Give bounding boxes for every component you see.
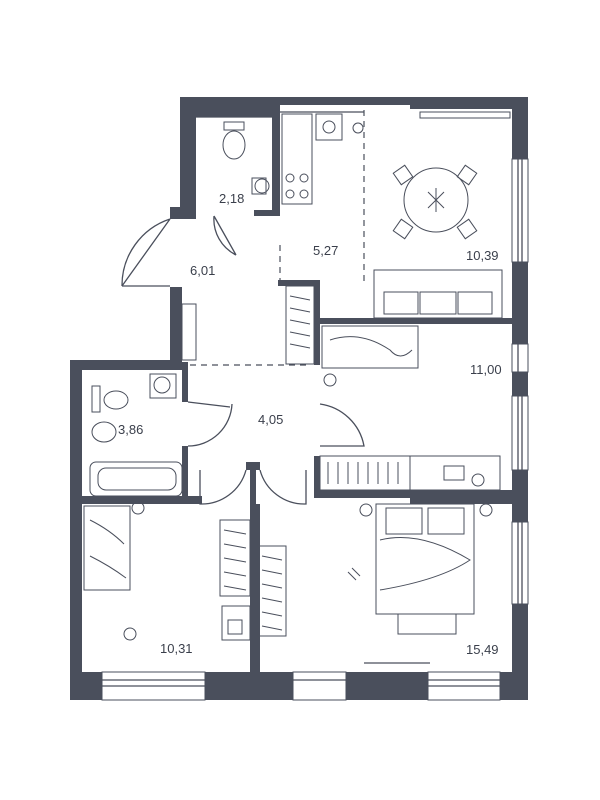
area-wc: 2,18 xyxy=(219,191,244,206)
area-hall: 6,01 xyxy=(190,263,215,278)
area-living: 10,39 xyxy=(466,248,499,263)
area-corridor: 4,05 xyxy=(258,412,283,427)
walls xyxy=(70,97,528,700)
furniture xyxy=(83,113,503,664)
area-kitchen: 5,27 xyxy=(313,243,338,258)
area-bedroom-left: 10,31 xyxy=(160,641,193,656)
area-bedroom-main: 15,49 xyxy=(466,642,499,657)
area-bathroom: 3,86 xyxy=(118,422,143,437)
windows xyxy=(101,111,529,701)
doors xyxy=(121,215,365,505)
partitions xyxy=(82,110,365,369)
area-bedroom-mid: 11,00 xyxy=(470,362,502,377)
room-area-labels: 2,18 6,01 5,27 10,39 11,00 3,86 4,05 10,… xyxy=(118,191,502,657)
